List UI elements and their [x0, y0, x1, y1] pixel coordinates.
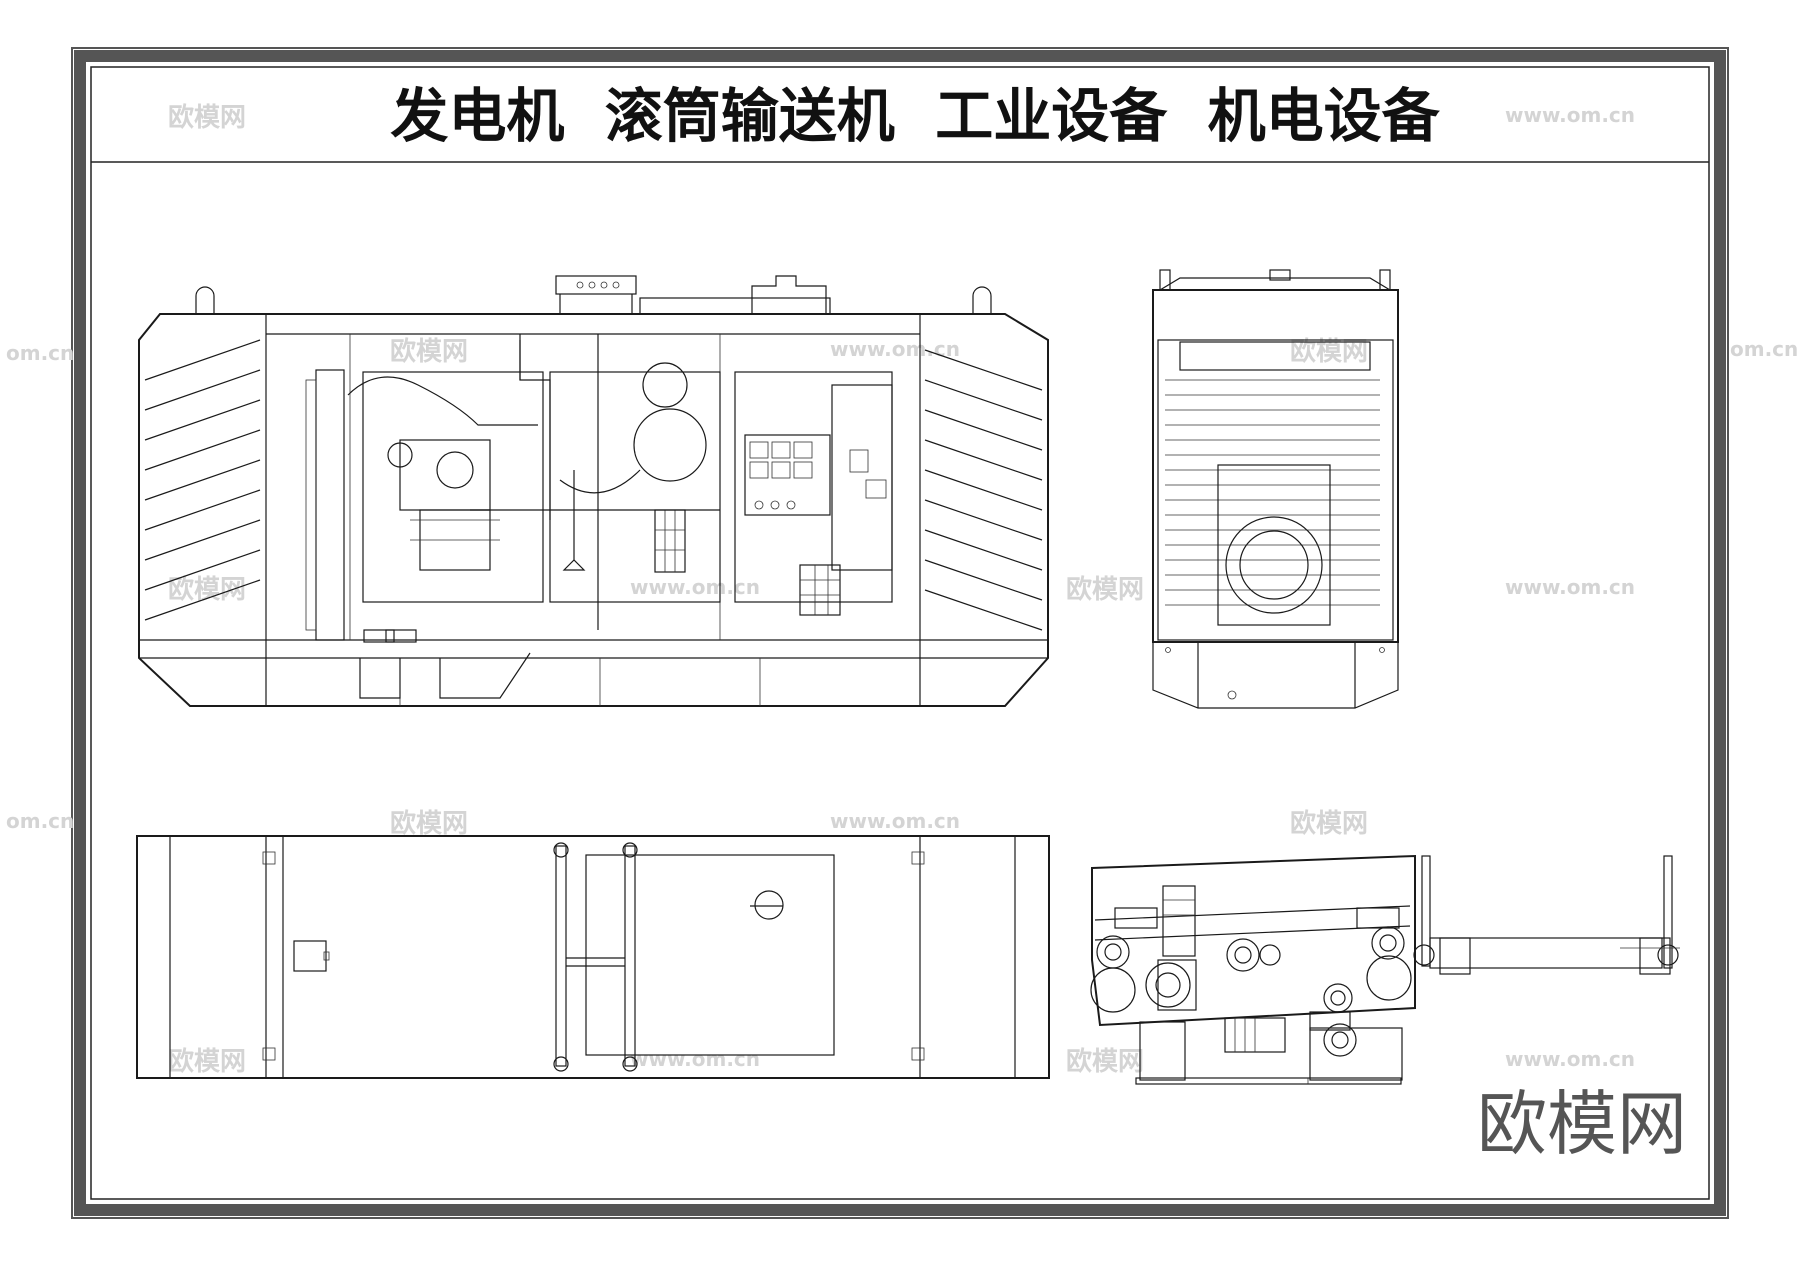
watermark-url-clipped: om.cn — [6, 809, 74, 833]
watermark-brand: 欧模网 — [1290, 336, 1368, 367]
watermark-url: www.om.cn — [830, 337, 960, 361]
watermark-brand: 欧模网 — [390, 336, 468, 367]
drawing-title: 发电机 滚筒输送机 工业设备 机电设备 — [390, 82, 1440, 150]
right-louvers — [924, 349, 1043, 631]
brand-logo: 欧模网 — [1477, 1083, 1687, 1165]
watermark-layer: 欧模网 www.om.cn om.cn 欧模网 www.om.cn 欧模网 om… — [6, 102, 1798, 1077]
watermark-brand: 欧模网 — [390, 808, 468, 839]
watermark-brand: 欧模网 — [168, 1046, 246, 1077]
watermark-url: www.om.cn — [1505, 575, 1635, 599]
conveyor-rollers — [1090, 926, 1412, 1013]
watermark-url: www.om.cn — [630, 1047, 760, 1071]
drawing-frame — [71, 47, 1729, 1219]
watermark-url: www.om.cn — [1505, 1047, 1635, 1071]
watermark-url: www.om.cn — [830, 809, 960, 833]
roller-conveyor-elevation — [1090, 854, 1680, 1085]
generator-end-elevation — [1152, 269, 1399, 709]
watermark-url-clipped: om.cn — [6, 341, 74, 365]
end-view-louvers — [1165, 379, 1380, 606]
watermark-url: www.om.cn — [630, 575, 760, 599]
watermark-url-clipped: om.cn — [1730, 337, 1798, 361]
generator-top-plan — [136, 835, 1050, 1079]
watermark-brand: 欧模网 — [1066, 1046, 1144, 1077]
watermark-url: www.om.cn — [1505, 103, 1635, 127]
watermark-brand: 欧模网 — [1290, 808, 1368, 839]
watermark-brand: 欧模网 — [168, 102, 246, 133]
watermark-brand: 欧模网 — [1066, 574, 1144, 605]
generator-side-elevation — [138, 275, 1049, 707]
left-louvers — [144, 339, 261, 621]
